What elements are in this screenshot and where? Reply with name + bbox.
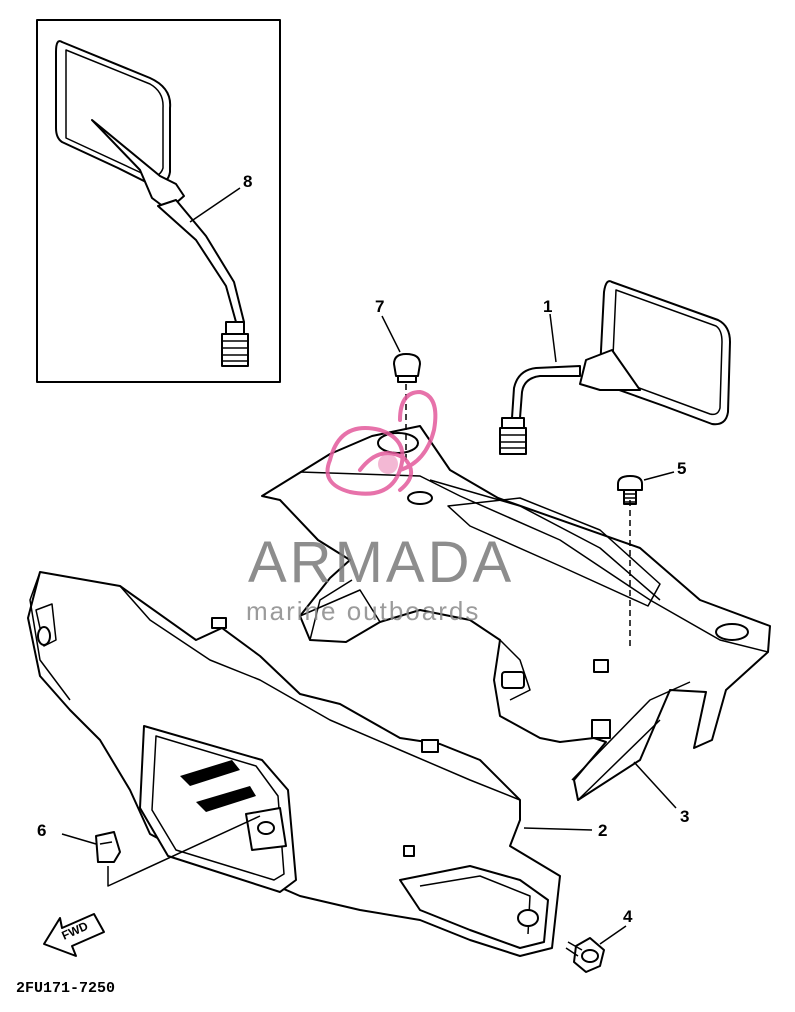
watermark: ARMADA marine outboards <box>246 389 514 626</box>
callout-8: 8 <box>243 172 252 191</box>
mirror-8 <box>55 40 249 367</box>
leader-lines <box>61 187 677 945</box>
inset-box <box>36 19 281 383</box>
screw-5 <box>617 475 643 505</box>
callout-5: 5 <box>677 459 686 478</box>
callout-7: 7 <box>375 297 384 316</box>
bolt-4 <box>565 937 605 973</box>
callouts: 8 1 7 5 3 2 6 4 <box>37 172 689 926</box>
watermark-brand: ARMADA <box>248 530 514 595</box>
callout-2: 2 <box>598 821 607 840</box>
grommet-7 <box>393 353 421 383</box>
watermark-logo <box>325 389 438 496</box>
callout-3: 3 <box>680 807 689 826</box>
watermark-tagline: marine outboards <box>246 596 480 626</box>
clip-6 <box>95 831 121 863</box>
callout-6: 6 <box>37 821 46 840</box>
handlebar-cover-2 <box>27 571 561 957</box>
diagram-code: 2FU171-7250 <box>16 980 115 997</box>
mirror-1 <box>499 280 731 455</box>
callout-4: 4 <box>623 907 633 926</box>
callout-1: 1 <box>543 297 552 316</box>
fwd-arrow: FWD <box>43 913 105 957</box>
